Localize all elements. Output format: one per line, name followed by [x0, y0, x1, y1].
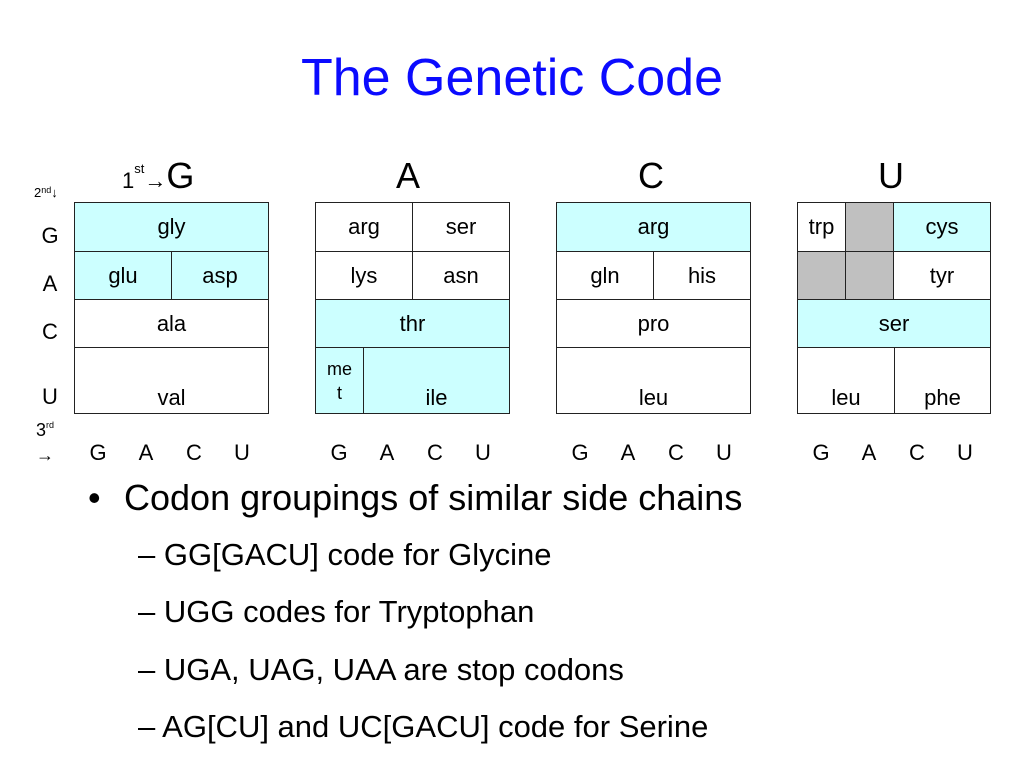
second-base-label-U: U: [42, 384, 58, 409]
met-line-2: t: [336, 382, 342, 403]
codon-cell-thr: thr: [315, 299, 510, 348]
third-base-label: G: [571, 440, 589, 465]
first-axis-sup: st: [134, 161, 145, 176]
codon-cell-gly: gly: [74, 202, 269, 252]
third-base-label: C: [909, 440, 925, 465]
third-axis-label: 3rd: [36, 420, 55, 440]
third-base-label: A: [379, 440, 395, 465]
sub-bullet: – AG[CU] and UC[GACU] code for Serine: [138, 708, 708, 745]
codon-cell-glu: glu: [74, 251, 172, 300]
third-base-label: A: [138, 440, 154, 465]
second-axis-arrow: ↓: [51, 185, 58, 200]
third-axis-sup: rd: [46, 420, 55, 430]
bullet-main: • Codon groupings of similar side chains: [88, 476, 742, 519]
bullet-dot: •: [88, 477, 101, 518]
codon-cell-trp: trp: [797, 202, 846, 252]
first-base-header-A: A: [396, 155, 421, 196]
third-base-label: A: [861, 440, 877, 465]
sub-bullet-text: UGA, UAG, UAA are stop codons: [163, 652, 624, 687]
slide-title: The Genetic Code: [300, 49, 724, 107]
first-base-header-G: 1st→G: [122, 158, 194, 194]
codon-cell-val: val: [74, 347, 269, 414]
codon-cell-stop-uag: [797, 251, 846, 300]
met-line-1: me: [326, 359, 352, 380]
third-base-label: C: [668, 440, 684, 465]
codon-cell-his: his: [653, 251, 751, 300]
codon-cell-ala: ala: [74, 299, 269, 348]
third-base-label: G: [89, 440, 107, 465]
third-base-label: G: [812, 440, 830, 465]
second-base-label-C: C: [42, 319, 58, 344]
second-base-label-G: G: [41, 223, 59, 248]
codon-cell-leu-u: leu: [797, 347, 895, 414]
sub-bullet-dash: –: [138, 537, 156, 572]
third-base-label: U: [234, 440, 250, 465]
codon-cell-gln: gln: [556, 251, 654, 300]
codon-cell-asp: asp: [171, 251, 269, 300]
first-base-label: G: [166, 155, 195, 196]
codon-cell-met: me t: [315, 347, 364, 414]
codon-cell-cys: cys: [893, 202, 991, 252]
codon-cell-asn: asn: [412, 251, 510, 300]
codon-cell-ile: ile: [363, 347, 510, 414]
third-base-label: U: [475, 440, 491, 465]
sub-bullet-dash: –: [138, 709, 156, 744]
sub-bullet-dash: –: [138, 652, 156, 687]
codon-cell-phe: phe: [894, 347, 991, 414]
codon-cell-arg-c: arg: [556, 202, 751, 252]
second-axis-sup: nd: [41, 185, 52, 195]
sub-bullet-dash: –: [138, 594, 156, 629]
third-base-label: U: [957, 440, 973, 465]
codon-cell-stop-uga: [845, 202, 894, 252]
third-base-label: A: [620, 440, 636, 465]
third-base-label: C: [186, 440, 202, 465]
third-axis-num: 3: [36, 420, 47, 440]
third-base-label: G: [330, 440, 348, 465]
codon-cell-ser: ser: [412, 202, 510, 252]
codon-cell-leu: leu: [556, 347, 751, 414]
third-base-label: C: [427, 440, 443, 465]
codon-cell-stop-uaa: [845, 251, 894, 300]
first-base-header-U: U: [878, 155, 904, 196]
first-axis-label: 1: [122, 168, 135, 193]
sub-bullet: – GG[GACU] code for Glycine: [138, 536, 552, 573]
codon-cell-pro: pro: [556, 299, 751, 348]
codon-cell-ser-u: ser: [797, 299, 991, 348]
codon-cell-lys: lys: [315, 251, 413, 300]
third-axis-arrow: →: [36, 445, 54, 465]
sub-bullet: – UGA, UAG, UAA are stop codons: [138, 651, 624, 688]
first-axis-arrow: →: [144, 168, 167, 193]
sub-bullet-text: GG[GACU] code for Glycine: [163, 537, 552, 572]
sub-bullet: – UGG codes for Tryptophan: [138, 593, 534, 630]
second-axis-label: 2nd↓: [34, 185, 58, 200]
bullet-main-text: Codon groupings of similar side chains: [124, 477, 743, 518]
second-axis-num: 2: [34, 185, 42, 200]
first-base-header-C: C: [638, 155, 664, 196]
sub-bullet-text: AG[CU] and UC[GACU] code for Serine: [162, 709, 709, 744]
third-base-label: U: [716, 440, 732, 465]
second-base-label-A: A: [42, 271, 58, 296]
codon-cell-tyr: tyr: [893, 251, 991, 300]
sub-bullet-text: UGG codes for Tryptophan: [163, 594, 535, 629]
codon-cell-arg: arg: [315, 202, 413, 252]
